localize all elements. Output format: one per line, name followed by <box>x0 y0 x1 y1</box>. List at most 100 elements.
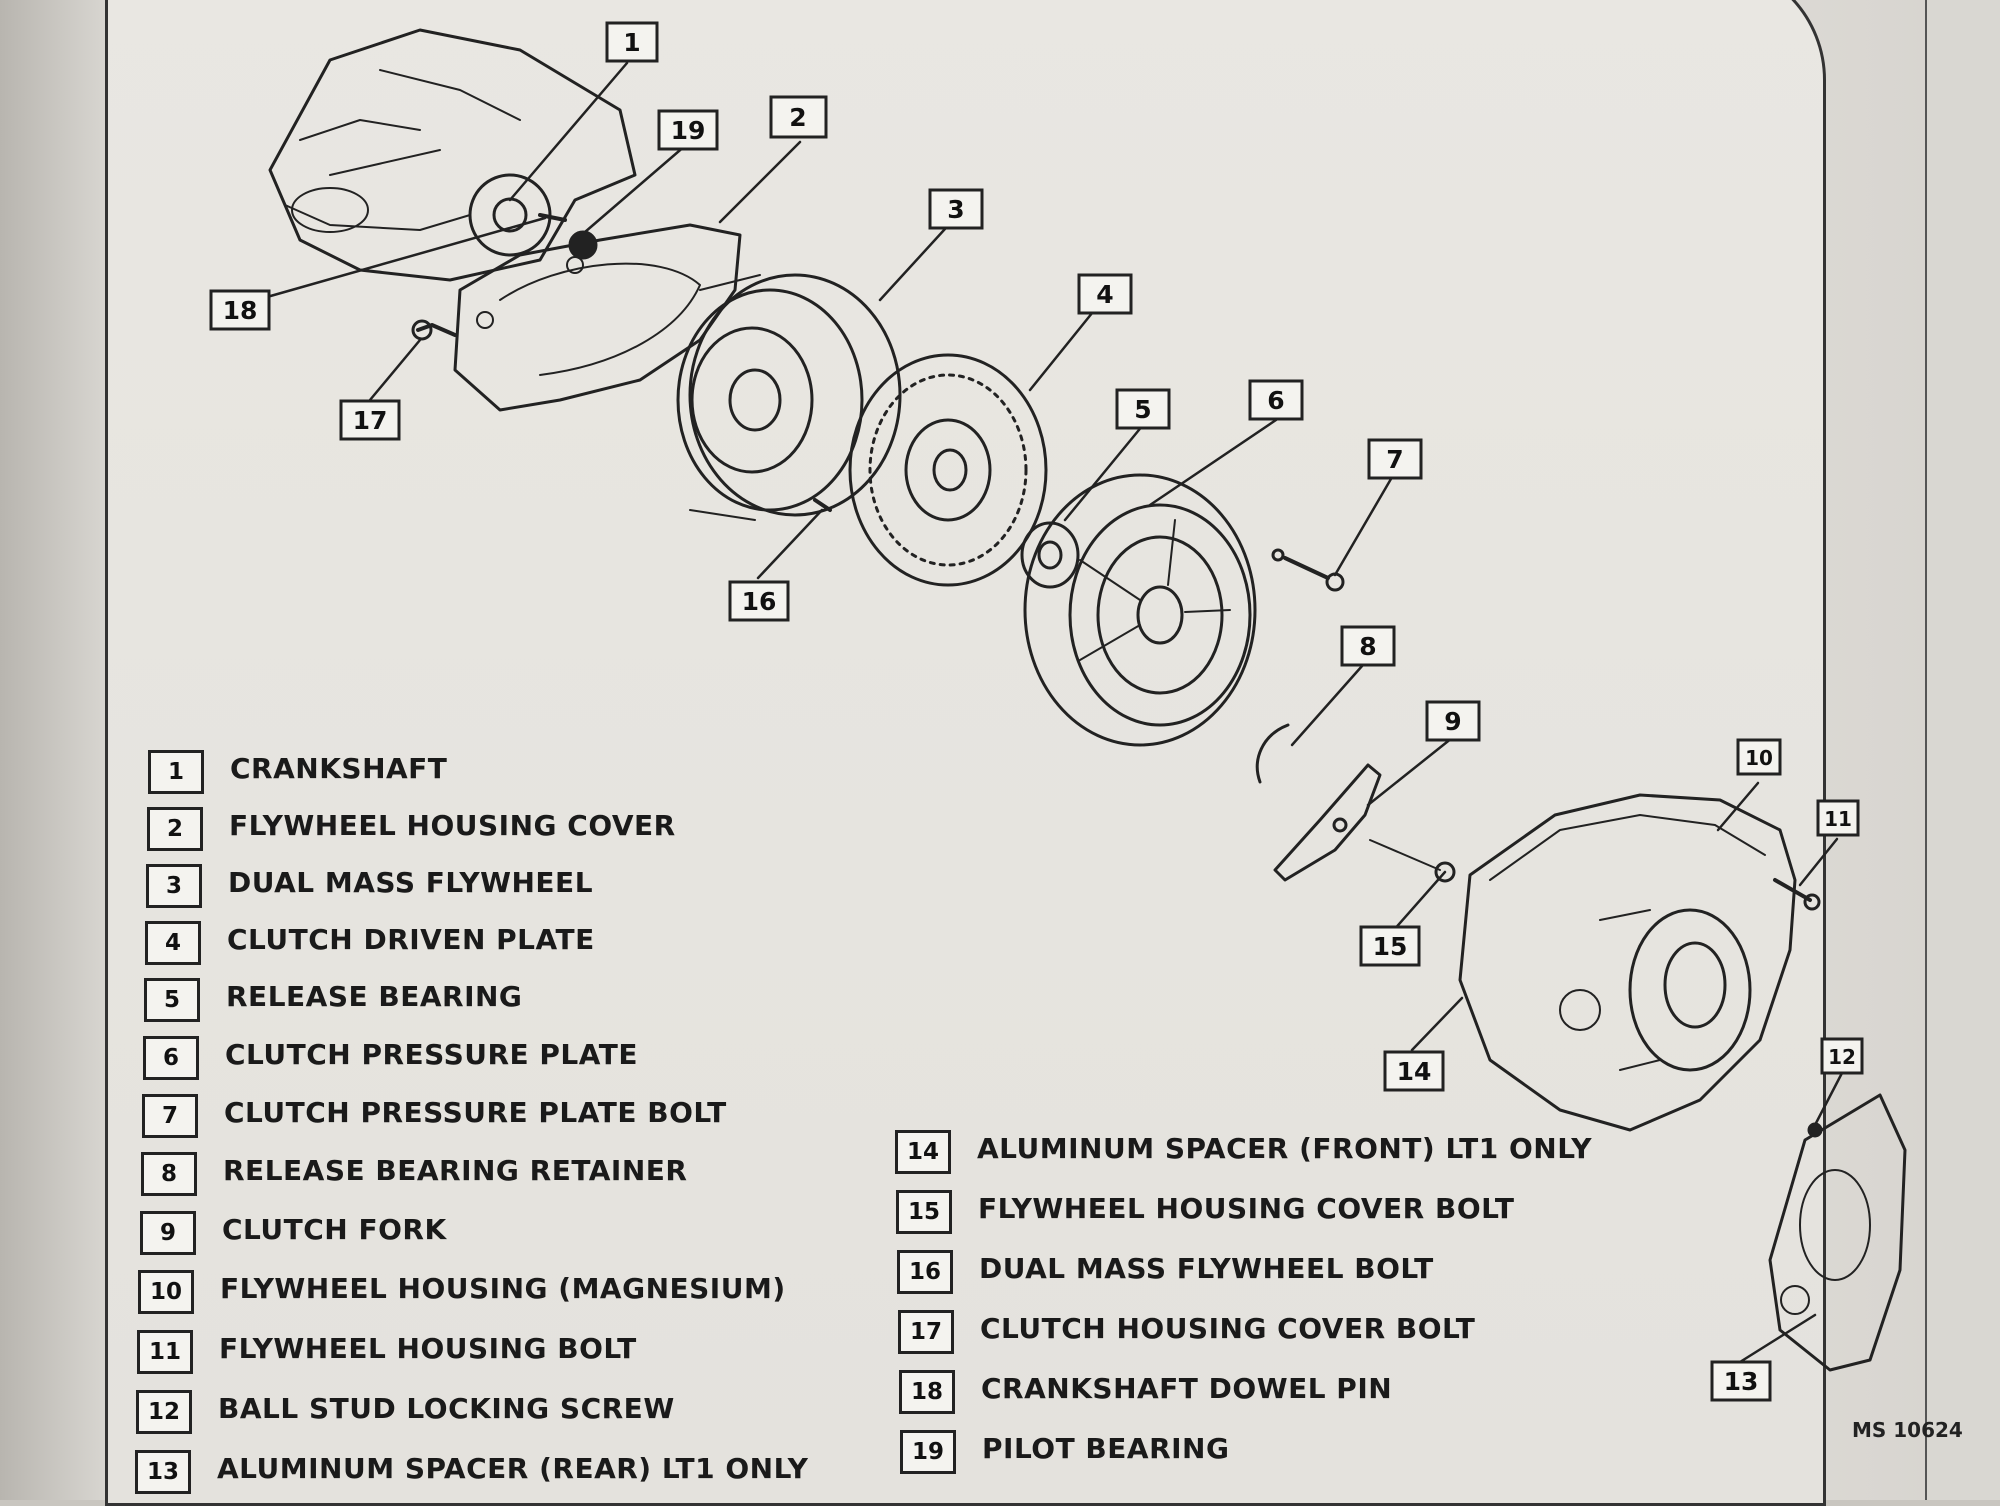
svg-text:19: 19 <box>671 116 706 145</box>
legend-label: CLUTCH HOUSING COVER BOLT <box>980 1312 1476 1345</box>
legend-item: 10 FLYWHEEL HOUSING (MAGNESIUM) <box>138 1270 785 1314</box>
callout-1: 1 <box>605 21 659 63</box>
legend-label: CLUTCH FORK <box>222 1213 447 1246</box>
illustration-panel <box>105 0 1826 1506</box>
legend-item: 19 PILOT BEARING <box>900 1430 1540 1474</box>
figure-code: MS 10624 <box>1852 1418 1963 1442</box>
legend-number: 13 <box>135 1450 191 1494</box>
callout-2: 2 <box>769 95 828 139</box>
legend-number: 6 <box>143 1036 199 1080</box>
legend-number: 19 <box>900 1430 956 1474</box>
legend-number: 14 <box>895 1130 951 1174</box>
callout-labels: 1 2 3 4 5 6 7 8 9 10 11 12 13 14 15 16 1… <box>209 21 1864 1402</box>
legend-item: 12 BALL STUD LOCKING SCREW <box>136 1390 756 1434</box>
svg-text:13: 13 <box>1724 1367 1759 1396</box>
svg-text:12: 12 <box>1828 1045 1856 1069</box>
legend-label: FLYWHEEL HOUSING COVER <box>229 809 676 842</box>
callout-15: 15 <box>1359 925 1421 967</box>
legend-number: 12 <box>136 1390 192 1434</box>
flywheel-housing-illustration <box>1458 793 1797 1132</box>
legend-item: 6 CLUTCH PRESSURE PLATE <box>143 1036 763 1080</box>
callout-14: 14 <box>1383 1050 1445 1092</box>
callout-10: 10 <box>1736 738 1782 776</box>
legend-number: 10 <box>138 1270 194 1314</box>
legend-label: DUAL MASS FLYWHEEL BOLT <box>979 1252 1434 1285</box>
callout-11: 11 <box>1816 799 1860 837</box>
legend-item: 15 FLYWHEEL HOUSING COVER BOLT <box>896 1190 1536 1234</box>
legend-item: 9 CLUTCH FORK <box>140 1211 760 1255</box>
legend-item: 7 CLUTCH PRESSURE PLATE BOLT <box>142 1094 762 1138</box>
legend-item: 14 ALUMINUM SPACER (FRONT) LT1 ONLY <box>895 1130 1591 1174</box>
legend-item: 1 CRANKSHAFT <box>148 750 768 794</box>
legend-label: CRANKSHAFT <box>230 752 448 785</box>
legend-label: FLYWHEEL HOUSING COVER BOLT <box>978 1192 1515 1225</box>
legend-item: 5 RELEASE BEARING <box>144 978 764 1022</box>
svg-text:7: 7 <box>1386 445 1403 474</box>
legend-number: 7 <box>142 1094 198 1138</box>
legend-label: FLYWHEEL HOUSING (MAGNESIUM) <box>220 1272 786 1305</box>
callout-9: 9 <box>1425 700 1481 742</box>
legend-item: 16 DUAL MASS FLYWHEEL BOLT <box>897 1250 1537 1294</box>
legend-label: BALL STUD LOCKING SCREW <box>218 1392 675 1425</box>
legend-number: 15 <box>896 1190 952 1234</box>
svg-text:18: 18 <box>223 296 258 325</box>
callout-3: 3 <box>928 188 984 230</box>
svg-text:5: 5 <box>1134 395 1151 424</box>
svg-text:17: 17 <box>353 406 388 435</box>
legend-item: 8 RELEASE BEARING RETAINER <box>141 1152 761 1196</box>
legend-item: 17 CLUTCH HOUSING COVER BOLT <box>898 1310 1538 1354</box>
callout-19: 19 <box>657 109 719 151</box>
legend-number: 8 <box>141 1152 197 1196</box>
legend-number: 16 <box>897 1250 953 1294</box>
svg-text:9: 9 <box>1444 707 1461 736</box>
legend-item: 11 FLYWHEEL HOUSING BOLT <box>137 1330 757 1374</box>
svg-text:6: 6 <box>1267 386 1284 415</box>
legend-item: 18 CRANKSHAFT DOWEL PIN <box>899 1370 1539 1414</box>
callout-7: 7 <box>1367 438 1423 480</box>
svg-text:14: 14 <box>1397 1057 1432 1086</box>
svg-text:1: 1 <box>623 28 640 57</box>
legend-label: ALUMINUM SPACER (REAR) LT1 ONLY <box>217 1452 809 1485</box>
svg-text:8: 8 <box>1359 632 1376 661</box>
aluminum-spacer-rear-illustration <box>1768 1093 1907 1372</box>
clutch-pressure-plate-illustration <box>1023 473 1257 747</box>
legend-number: 2 <box>147 807 203 851</box>
legend-label: FLYWHEEL HOUSING BOLT <box>219 1332 637 1365</box>
clutch-driven-plate-illustration <box>848 353 1048 587</box>
legend-label: RELEASE BEARING RETAINER <box>223 1154 688 1187</box>
legend-number: 5 <box>144 978 200 1022</box>
svg-text:10: 10 <box>1745 746 1773 770</box>
svg-text:4: 4 <box>1096 280 1113 309</box>
svg-text:15: 15 <box>1373 932 1408 961</box>
callout-6: 6 <box>1248 379 1304 421</box>
svg-text:2: 2 <box>789 103 806 132</box>
legend-label: CLUTCH PRESSURE PLATE <box>225 1038 638 1071</box>
leader-lines <box>265 61 1844 1364</box>
callout-16: 16 <box>728 580 790 622</box>
legend-number: 11 <box>137 1330 193 1374</box>
svg-text:3: 3 <box>947 195 964 224</box>
svg-text:16: 16 <box>742 587 777 616</box>
legend-item: 4 CLUTCH DRIVEN PLATE <box>145 921 765 965</box>
callout-13: 13 <box>1710 1360 1772 1402</box>
legend-number: 1 <box>148 750 204 794</box>
legend-number: 3 <box>146 864 202 908</box>
dual-mass-flywheel-illustration <box>676 273 902 521</box>
legend-number: 9 <box>140 1211 196 1255</box>
callout-17: 17 <box>339 399 401 441</box>
callout-12: 12 <box>1820 1037 1864 1075</box>
callout-4: 4 <box>1077 273 1133 315</box>
svg-text:11: 11 <box>1824 807 1852 831</box>
legend-number: 4 <box>145 921 201 965</box>
callout-5: 5 <box>1115 388 1171 430</box>
legend-item: 2 FLYWHEEL HOUSING COVER <box>147 807 767 851</box>
legend-label: CRANKSHAFT DOWEL PIN <box>981 1372 1393 1405</box>
legend-number: 17 <box>898 1310 954 1354</box>
legend-label: PILOT BEARING <box>982 1432 1230 1465</box>
legend-label: RELEASE BEARING <box>226 980 523 1013</box>
legend-item: 3 DUAL MASS FLYWHEEL <box>146 864 766 908</box>
callout-18: 18 <box>209 289 271 331</box>
legend-label: CLUTCH DRIVEN PLATE <box>227 923 595 956</box>
facing-page-edge <box>1925 0 2000 1500</box>
